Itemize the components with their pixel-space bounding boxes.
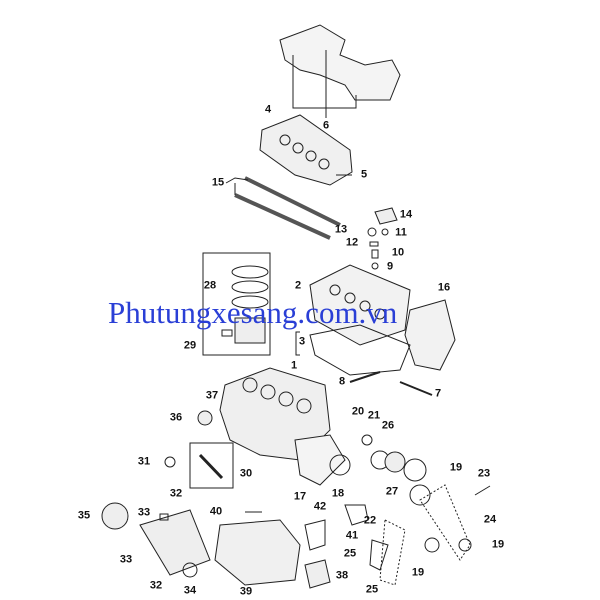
exhaust-valve <box>399 381 433 396</box>
oil-pickup <box>304 519 326 551</box>
part-callout-19: 19 <box>411 566 425 579</box>
part-callout-2: 2 <box>294 279 302 292</box>
part-callout-32: 32 <box>169 487 183 500</box>
cylinder-head <box>309 264 411 346</box>
part-callout-33: 33 <box>137 506 151 519</box>
part-callout-40: 40 <box>209 505 223 518</box>
part-callout-24: 24 <box>483 513 497 526</box>
part-callout-33: 33 <box>119 553 133 566</box>
part-callout-13: 13 <box>334 223 348 236</box>
engine-block <box>197 367 346 486</box>
part-callout-25: 25 <box>343 547 357 560</box>
part-callout-32: 32 <box>149 579 163 592</box>
part-callout-15: 15 <box>211 176 225 189</box>
part-callout-19: 19 <box>449 461 463 474</box>
sprockets-and-seals <box>329 434 431 526</box>
piston-group <box>202 252 271 356</box>
part-callout-1: 1 <box>290 359 298 372</box>
part-callout-31: 31 <box>137 455 151 468</box>
part-callout-18: 18 <box>331 487 345 500</box>
part-callout-5: 5 <box>360 168 368 181</box>
part-callout-41: 41 <box>345 529 359 542</box>
part-callout-27: 27 <box>385 485 399 498</box>
timing-housing <box>404 299 456 371</box>
camshafts <box>225 176 341 240</box>
part-callout-29: 29 <box>183 339 197 352</box>
gasket-bracket <box>295 331 300 356</box>
part-callout-19: 19 <box>491 538 505 551</box>
part-callout-35: 35 <box>77 509 91 522</box>
oil-pump <box>304 559 331 589</box>
part-callout-3: 3 <box>298 335 306 348</box>
crankshaft <box>101 502 211 578</box>
part-callout-30: 30 <box>239 467 253 480</box>
part-callout-16: 16 <box>437 281 451 294</box>
part-callout-9: 9 <box>386 260 394 273</box>
connecting-rod-group <box>164 442 234 489</box>
upper-timing-cover <box>279 24 401 118</box>
part-callout-22: 22 <box>363 514 377 527</box>
intake-valve <box>349 371 381 383</box>
watermark: Phutungxesang.com.vn <box>108 295 398 330</box>
part-callout-4: 4 <box>264 103 272 116</box>
valvetrain-parts <box>367 207 398 270</box>
part-callout-28: 28 <box>203 279 217 292</box>
part-callout-7: 7 <box>434 387 442 400</box>
part-callout-14: 14 <box>399 208 413 221</box>
head-gasket <box>309 324 411 376</box>
part-callout-21: 21 <box>367 409 381 422</box>
part-callout-8: 8 <box>338 375 346 388</box>
part-callout-20: 20 <box>351 405 365 418</box>
part-callout-38: 38 <box>335 569 349 582</box>
part-callout-11: 11 <box>395 226 407 239</box>
part-callout-39: 39 <box>239 585 253 598</box>
part-callout-34: 34 <box>183 584 197 597</box>
part-callout-42: 42 <box>313 500 327 513</box>
part-callout-10: 10 <box>391 246 405 259</box>
valve-cover <box>259 114 353 186</box>
part-callout-6: 6 <box>322 119 330 132</box>
part-callout-37: 37 <box>205 389 219 402</box>
part-callout-23: 23 <box>477 467 491 480</box>
timing-chains <box>369 484 491 586</box>
part-callout-36: 36 <box>169 411 183 424</box>
part-callout-25: 25 <box>365 583 379 596</box>
part-callout-26: 26 <box>381 419 395 432</box>
oil-pan <box>214 511 301 586</box>
part-callout-17: 17 <box>293 490 307 503</box>
part-callout-12: 12 <box>345 236 359 249</box>
